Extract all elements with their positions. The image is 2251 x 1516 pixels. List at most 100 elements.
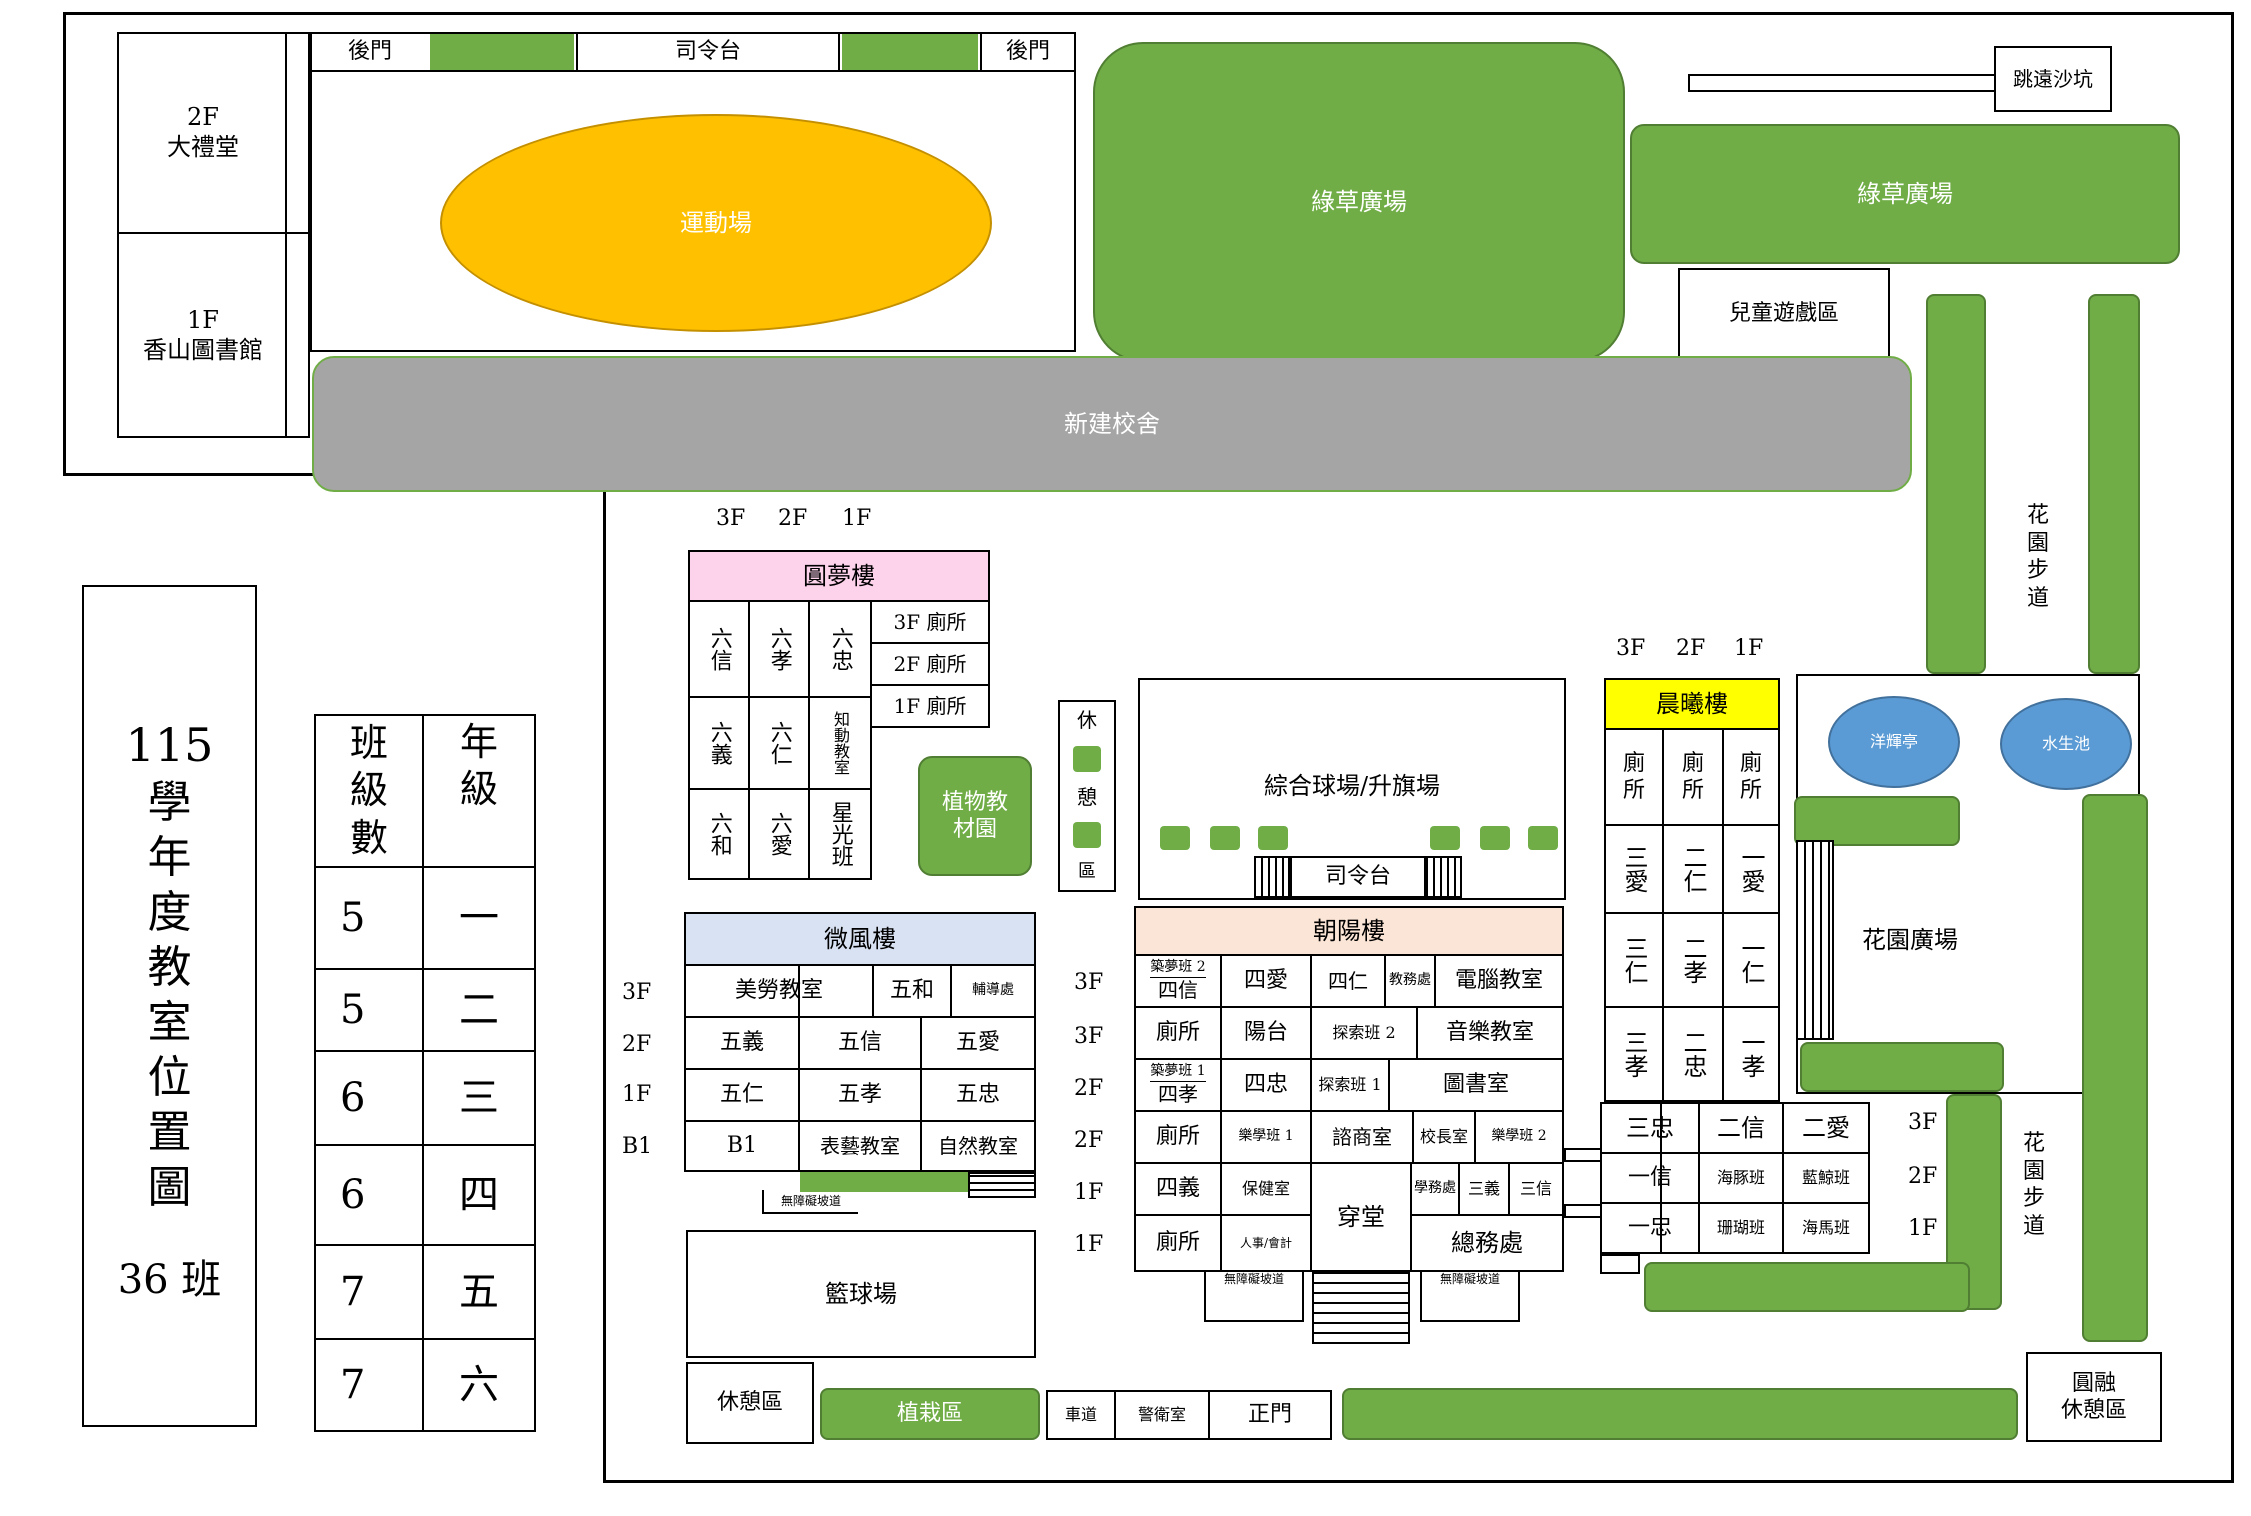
classroom: 一仁 bbox=[1737, 936, 1765, 984]
classroom: 樂學班 2 bbox=[1491, 1128, 1547, 1145]
classroom: 海豚班 bbox=[1716, 1168, 1765, 1187]
green-strip bbox=[1794, 796, 1960, 846]
table-row: 5 bbox=[340, 895, 366, 941]
classroom: 二信 bbox=[1717, 1114, 1765, 1142]
classroom: 廁所 bbox=[1155, 1230, 1200, 1256]
classroom: 總務處 bbox=[1451, 1229, 1523, 1257]
guard-room: 警衛室 bbox=[1114, 1390, 1210, 1440]
classroom: 圖書室 bbox=[1442, 1072, 1509, 1098]
garden-path-label: 花 園 步 道 bbox=[2026, 503, 2049, 611]
pond: 水生池 bbox=[2000, 698, 2132, 790]
pavilion: 洋輝亭 bbox=[1828, 696, 1960, 788]
classroom: 五孝 bbox=[837, 1082, 882, 1108]
green-strip bbox=[800, 1172, 968, 1192]
classroom: 六和 bbox=[706, 812, 732, 856]
back-door-right[interactable]: 後門 bbox=[980, 34, 1074, 70]
classroom: 廁所 bbox=[1155, 1124, 1200, 1150]
title-char: 室 bbox=[147, 996, 192, 1048]
sports-field: 運動場 bbox=[440, 114, 992, 332]
accessible-ramp: 無障礙坡道 bbox=[1204, 1272, 1304, 1322]
title-year: 115 bbox=[125, 718, 214, 772]
classroom: 輔導處 bbox=[972, 982, 1014, 999]
table-row: 六 bbox=[459, 1362, 499, 1408]
classroom: 珊瑚班 bbox=[1716, 1218, 1765, 1237]
green-plaza-right: 綠草廣場 bbox=[1630, 124, 2180, 264]
chenxi-toilet: 廁所 bbox=[1622, 750, 1645, 804]
classroom: 藍鯨班 bbox=[1801, 1168, 1850, 1187]
table-row: 7 bbox=[340, 1269, 366, 1315]
classroom: 保健室 bbox=[1241, 1179, 1290, 1198]
floor-label: 2F bbox=[1676, 636, 1706, 661]
boundary-inner-left bbox=[603, 490, 606, 1483]
header-grade: 年 級 bbox=[459, 719, 498, 812]
classroom: 六愛 bbox=[766, 812, 792, 856]
floor-label: 1F bbox=[842, 506, 872, 531]
title-char: 教 bbox=[147, 941, 192, 993]
green-square bbox=[1210, 826, 1240, 850]
driveway[interactable]: 車道 bbox=[1046, 1390, 1116, 1440]
accessible-ramp: 無障礙坡道 bbox=[1420, 1272, 1520, 1322]
rest-area-vertical: 休 憩 區 bbox=[1058, 700, 1116, 892]
classroom: 六義 bbox=[706, 721, 732, 765]
chenxi-lower bbox=[1600, 1102, 1870, 1254]
classroom: 四義 bbox=[1155, 1176, 1200, 1202]
plant-garden: 植物教材園 bbox=[918, 756, 1032, 876]
table-row: 一 bbox=[459, 895, 499, 941]
title-char: 置 bbox=[147, 1106, 192, 1158]
classroom: 二仁 bbox=[1679, 845, 1707, 893]
back-door-left[interactable]: 後門 bbox=[347, 39, 392, 65]
classroom: 四忠 bbox=[1243, 1072, 1288, 1098]
main-gate[interactable]: 正門 bbox=[1208, 1390, 1332, 1440]
classroom: 人事/會計 bbox=[1239, 1235, 1293, 1250]
classroom: 探索班 1 bbox=[1318, 1075, 1382, 1094]
table-row: 6 bbox=[340, 1172, 366, 1218]
classroom: 五信 bbox=[837, 1030, 882, 1056]
new-building: 新建校舍 bbox=[312, 356, 1912, 492]
chenxi-toilet: 廁所 bbox=[1681, 750, 1704, 804]
floor-label: 3F bbox=[1616, 636, 1646, 661]
floor-label: 1F bbox=[1074, 1180, 1104, 1205]
classroom: 三信 bbox=[1519, 1179, 1552, 1198]
chenxi-toilet: 廁所 bbox=[1739, 750, 1762, 804]
classroom: 築夢班 2 四信 bbox=[1150, 959, 1206, 1002]
green-square bbox=[1528, 826, 1558, 850]
classroom: 三義 bbox=[1467, 1179, 1500, 1198]
long-jump-pit: 跳遠沙坑 bbox=[1994, 46, 2112, 112]
classroom: 樂學班 1 bbox=[1238, 1128, 1294, 1145]
stairs bbox=[968, 1172, 1036, 1198]
classroom: 五和 bbox=[889, 978, 934, 1004]
classroom: 音樂教室 bbox=[1445, 1020, 1534, 1046]
classroom: 四愛 bbox=[1243, 968, 1288, 994]
green-strip bbox=[1644, 1262, 1970, 1312]
table-row: 三 bbox=[459, 1075, 499, 1121]
court-podium: 司令台 bbox=[1290, 856, 1426, 898]
classroom: 一孝 bbox=[1737, 1030, 1765, 1078]
garden-path-strip bbox=[1926, 294, 1986, 674]
chenxi-classrooms bbox=[1604, 728, 1780, 1102]
podium-steps bbox=[1426, 856, 1462, 898]
green-square bbox=[1480, 826, 1510, 850]
floor-label: 2F bbox=[1908, 1164, 1938, 1189]
connector bbox=[1564, 1204, 1602, 1218]
classroom: 諮商室 bbox=[1332, 1124, 1392, 1149]
boundary-right bbox=[2231, 12, 2234, 1483]
table-row: 5 bbox=[340, 987, 366, 1033]
classroom: 海馬班 bbox=[1801, 1218, 1850, 1237]
classroom: 五愛 bbox=[955, 1030, 1000, 1056]
rest-area: 休憩區 bbox=[686, 1362, 814, 1444]
garden-path-label: 花 園 步 道 bbox=[2022, 1131, 2045, 1239]
classroom: 三孝 bbox=[1620, 1030, 1648, 1078]
title-char: 圖 bbox=[147, 1161, 192, 1213]
floor-label: 3F bbox=[716, 506, 746, 531]
garden-path-strip bbox=[2088, 294, 2140, 674]
classroom: 三愛 bbox=[1620, 845, 1648, 893]
classroom: 二孝 bbox=[1679, 936, 1707, 984]
table-row: 五 bbox=[459, 1269, 499, 1315]
boundary-bottom bbox=[603, 1480, 2234, 1483]
chaoyang-building-title: 朝陽樓 bbox=[1134, 906, 1564, 956]
toilet-3f: 3F 廁所 bbox=[870, 600, 990, 644]
classroom: 廁所 bbox=[1155, 1020, 1200, 1046]
classroom: 四仁 bbox=[1328, 968, 1368, 993]
green-plaza-left: 綠草廣場 bbox=[1093, 42, 1625, 362]
classroom: 六仁 bbox=[766, 721, 792, 765]
